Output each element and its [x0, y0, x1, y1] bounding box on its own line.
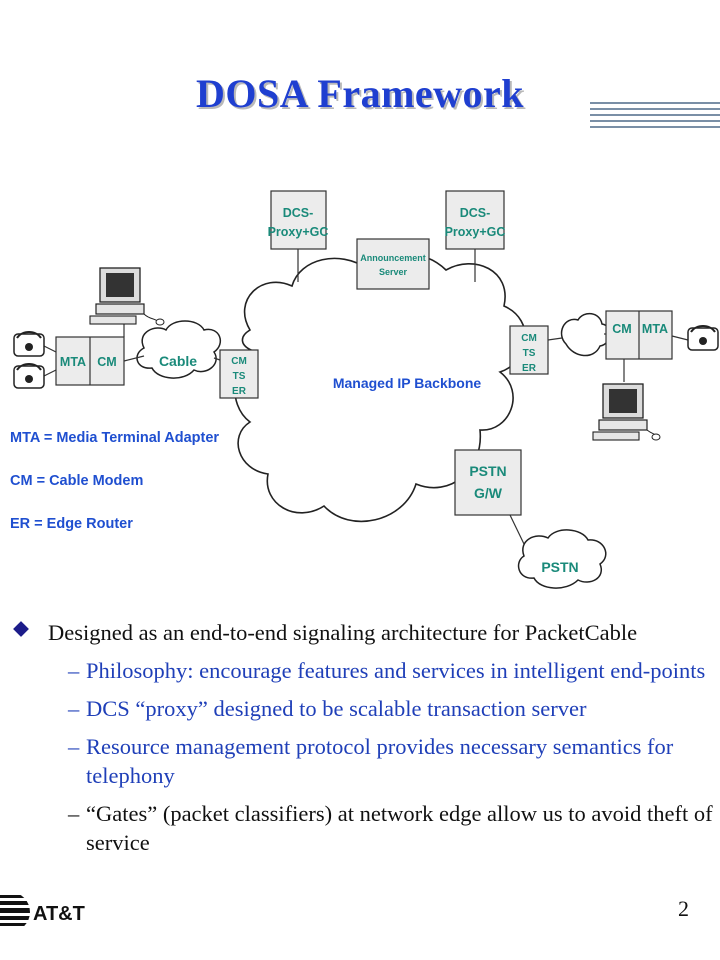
announcement-server-label: Announcement — [360, 253, 426, 263]
computer-icon-right — [592, 383, 661, 441]
cm-left-label: CM — [97, 355, 116, 369]
cmts-right-label-2: TS — [523, 348, 536, 359]
title-decoration — [590, 102, 720, 136]
sub-bullet-1: –Philosophy: encourage features and serv… — [68, 658, 706, 683]
cmts-left-label-3: ER — [232, 386, 247, 397]
phone-icon-left-top — [13, 331, 45, 357]
att-logo: AT&T — [0, 892, 85, 930]
backbone-label: Managed IP Backbone — [333, 375, 482, 391]
phone-icon-left-bottom — [13, 363, 45, 389]
bullet-list: Designed as an end-to-end signaling arch… — [13, 618, 714, 857]
cmts-right-box — [509, 325, 549, 375]
legend-cm: CM = Cable Modem — [10, 473, 143, 489]
legend-er: ER = Edge Router — [10, 516, 133, 532]
sub-bullet-1-text: Philosophy: encourage features and servi… — [86, 658, 706, 683]
dcs-proxy-right-box — [445, 190, 505, 250]
sub-bullet-3-text: Resource management protocol provides ne… — [86, 734, 674, 788]
pstn-gateway-box — [454, 449, 522, 516]
bullet-main: Designed as an end-to-end signaling arch… — [13, 618, 714, 647]
announcement-server-label-2: Server — [379, 267, 408, 277]
cmts-left-label-1: CM — [231, 356, 247, 367]
cable-label: Cable — [159, 353, 197, 369]
cable-cloud-right — [560, 312, 611, 357]
dcs-proxy-left-box — [270, 190, 327, 250]
pstn-label: PSTN — [541, 559, 578, 575]
pstn-gw-label: PSTN — [469, 463, 506, 479]
mta-left-label: MTA — [60, 355, 86, 369]
logo-text: AT&T — [33, 903, 85, 925]
sub-bullet-2-text: DCS “proxy” designed to be scalable tran… — [86, 696, 587, 721]
cmts-left-label-2: TS — [233, 371, 246, 382]
legend-mta: MTA = Media Terminal Adapter — [10, 430, 219, 446]
sub-bullet-4: –“Gates” (packet classifiers) at network… — [68, 801, 713, 855]
dcs-proxy-right-label: DCS- — [460, 206, 491, 220]
page-number: 2 — [678, 896, 689, 921]
sub-bullet-2: –DCS “proxy” designed to be scalable tra… — [68, 696, 587, 721]
announcement-server-box — [356, 238, 430, 290]
slide-title: DOSA Framework — [195, 71, 525, 116]
dcs-proxy-right-label-2: Proxy+GC — [445, 225, 506, 239]
mta-right-label: MTA — [642, 322, 668, 336]
dcs-proxy-left-label-2: Proxy+GC — [268, 225, 329, 239]
pstn-cloud — [517, 529, 607, 589]
sub-bullet-4-text: “Gates” (packet classifiers) at network … — [86, 801, 713, 855]
cmts-right-label-3: ER — [522, 363, 537, 374]
bullet-main-text: Designed as an end-to-end signaling arch… — [48, 620, 638, 645]
cm-right-label: CM — [612, 322, 631, 336]
cmts-left-box — [219, 349, 259, 399]
bullet-diamond-icon — [13, 621, 29, 637]
cmts-right-label-1: CM — [521, 333, 537, 344]
sub-bullet-3: –Resource management protocol provides n… — [68, 734, 674, 788]
pstn-gw-label-2: G/W — [474, 485, 503, 501]
dcs-proxy-left-label: DCS- — [283, 206, 314, 220]
phone-icon-right — [687, 325, 719, 351]
computer-icon-left — [89, 267, 165, 326]
network-diagram: DCS- Proxy+GC DCS- Proxy+GC Announcement… — [10, 190, 719, 589]
cable-cloud — [136, 320, 222, 379]
